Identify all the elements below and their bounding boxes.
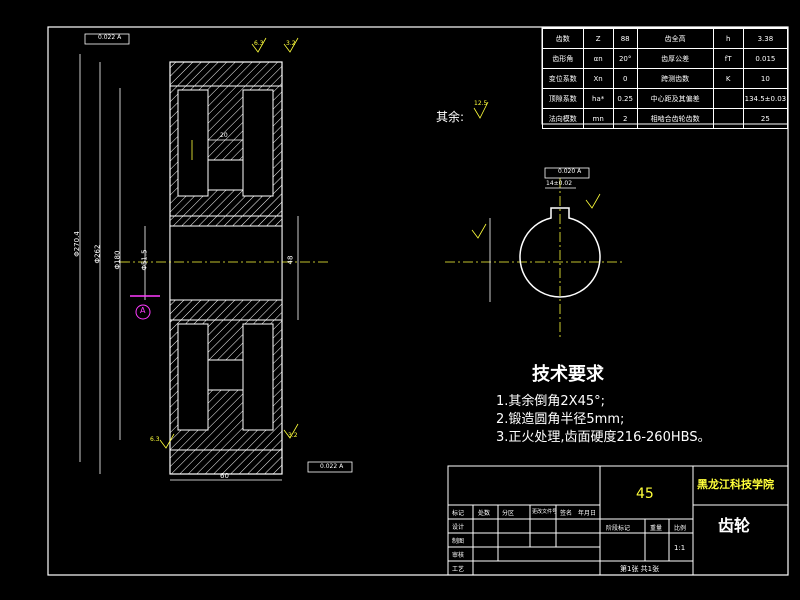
params-cell-val2: 10 <box>742 68 789 89</box>
params-cell-sym: αn <box>582 48 614 69</box>
roughness-label-3: 6.3 <box>150 436 160 443</box>
params-cell-sym: Z <box>582 28 614 49</box>
params-cell-label2: 齿全高 <box>636 28 714 49</box>
params-cell-label: 齿形角 <box>542 48 584 69</box>
params-cell-label: 齿数 <box>542 28 584 49</box>
params-cell-label2: 相啮合齿轮齿数 <box>636 108 714 129</box>
params-cell-label2: 中心距及其偏差 <box>636 88 714 109</box>
scale-label: 1:1 <box>674 544 686 552</box>
dim-d3-label: Φ180 <box>113 250 122 270</box>
params-cell-sym: ha* <box>582 88 614 109</box>
params-cell-val: 0 <box>612 68 638 89</box>
remaining-roughness-value: 12.5 <box>474 100 488 107</box>
ratio-label: 比例 <box>674 525 687 532</box>
params-cell-val2: 134.5±0.03 <box>742 88 789 109</box>
params-cell-val2: 0.015 <box>742 48 789 69</box>
params-cell-val: 20° <box>612 48 638 69</box>
params-cell-sym2 <box>712 108 744 129</box>
params-cell-val: 2 <box>612 108 638 129</box>
params-cell-sym: Xn <box>582 68 614 89</box>
tb-row-label-3: 更改文件号 <box>532 509 558 515</box>
gear-section-view <box>79 33 353 481</box>
design-label: 设计 <box>452 524 465 531</box>
title-block-frame <box>447 465 789 576</box>
params-cell-val2: 25 <box>742 108 789 129</box>
tol-top-label: 0.022 A <box>98 34 122 41</box>
datum-a-label: A <box>140 306 146 315</box>
params-cell-sym2: h <box>712 28 744 49</box>
params-cell-label: 法向模数 <box>542 108 584 129</box>
remaining-roughness-note: 其余: <box>436 110 465 124</box>
tol-bottom-label: 0.022 A <box>320 463 344 470</box>
sheet-label: 第1张 共1张 <box>620 565 660 573</box>
process-label: 工艺 <box>452 566 465 573</box>
params-cell-sym2 <box>712 88 744 109</box>
roughness-label-2: 3.2 <box>286 40 296 47</box>
tb-row-label-5: 年月日 <box>578 510 597 517</box>
params-cell-sym: mn <box>582 108 614 129</box>
material-label: 45 <box>636 486 654 502</box>
params-cell-label2: 齿厚公差 <box>636 48 714 69</box>
tol-keyway-label: 0.020 A <box>558 168 582 175</box>
tb-row-label-1: 处数 <box>478 510 491 517</box>
dim-d2-label: Φ262 <box>93 244 102 264</box>
dim-d4-label: Φ51.5 <box>140 249 149 271</box>
params-cell-label: 顶隙系数 <box>542 88 584 109</box>
params-cell-sym2: fT <box>712 48 744 69</box>
draw-label: 制图 <box>452 538 465 545</box>
tech-item-1: 1.其余倒角2X45°; <box>496 394 606 409</box>
gear-end-view <box>445 167 625 340</box>
dim-d1-label: Φ270.4 <box>72 231 81 257</box>
weight-label: 重量 <box>650 525 663 532</box>
roughness-label-1: 6.3 <box>254 40 264 47</box>
school-label: 黑龙江科技学院 <box>697 478 774 491</box>
part-name-label: 齿轮 <box>718 516 751 535</box>
check-label: 审核 <box>452 552 465 559</box>
params-cell-label: 变位系数 <box>542 68 584 89</box>
tb-row-label-2: 分区 <box>502 510 515 517</box>
keyway-dim-label: 14±0.02 <box>546 180 573 187</box>
roughness-label-4: 3.2 <box>288 432 298 439</box>
params-cell-sym2: K <box>712 68 744 89</box>
tech-item-3: 3.正火处理,齿面硬度216-260HBS。 <box>496 430 711 445</box>
params-cell-val: 88 <box>612 28 638 49</box>
dim-width-label: 60 <box>220 472 229 480</box>
tb-row-label-0: 标记 <box>452 510 465 517</box>
params-cell-label2: 跨测齿数 <box>636 68 714 89</box>
params-cell-val2: 3.38 <box>742 28 789 49</box>
dim-web-label: 20 <box>220 132 228 139</box>
tb-row-label-4: 签名 <box>560 510 573 517</box>
tech-requirements-title: 技术要求 <box>532 364 604 385</box>
tech-item-2: 2.锻造圆角半径5mm; <box>496 412 625 427</box>
sheet-border <box>47 26 789 576</box>
dim-bore-label: 48 <box>286 255 295 265</box>
stage-label: 阶段标记 <box>606 525 631 532</box>
params-cell-val: 0.25 <box>612 88 638 109</box>
